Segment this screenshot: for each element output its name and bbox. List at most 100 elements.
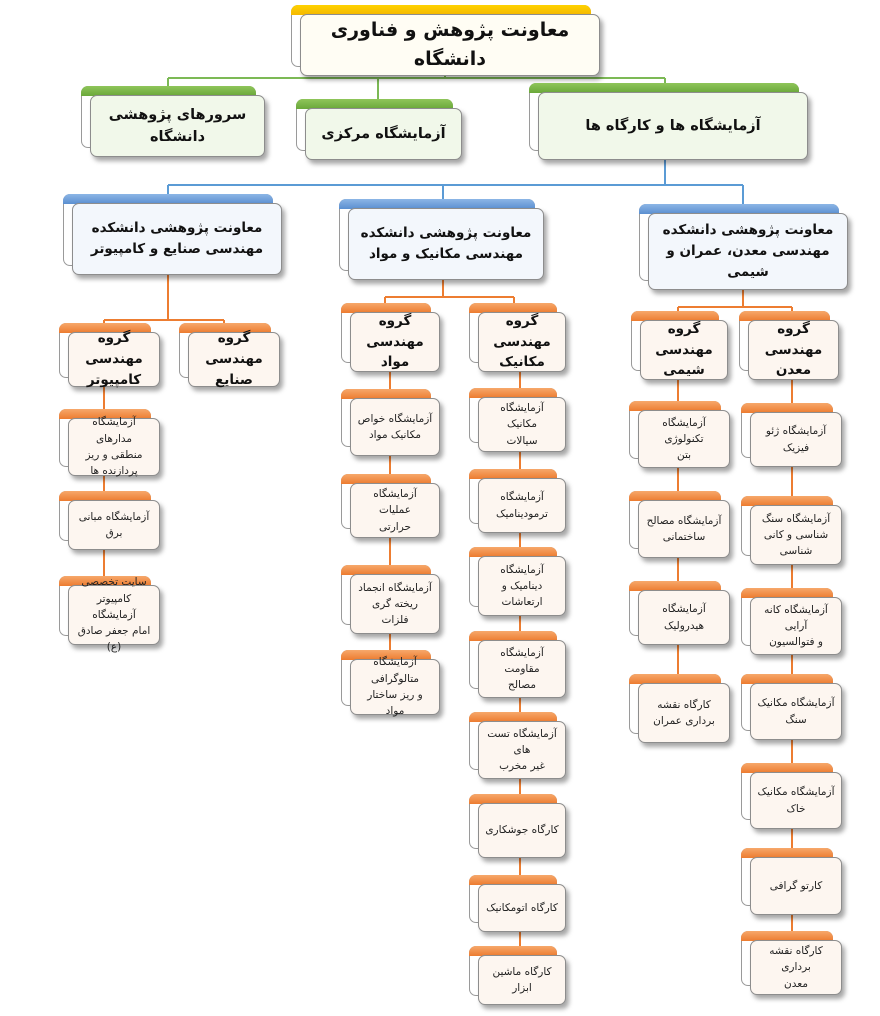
- card-text-line: دانشگاه: [149, 129, 206, 145]
- group-mining-node: گروه مهندسی معدن: [739, 311, 839, 380]
- card-color-tab: [741, 403, 833, 413]
- card-text-line: آزمایشگاه مصالح: [646, 514, 722, 527]
- card-text-line: کارگاه نقشه برداری: [769, 945, 823, 974]
- card-text-line: آزمایشگاه تست های: [487, 727, 557, 756]
- card-text-line: معاونت پژوهش و فناوری دانشگاه: [330, 18, 570, 70]
- lab-node-mechanical-7: کارگاه اتومکانیک: [469, 875, 566, 932]
- card-text-line: صنایع: [215, 371, 253, 388]
- card-color-tab: [529, 83, 799, 93]
- card-color-tab: [629, 401, 721, 411]
- card-color-tab: [469, 469, 557, 479]
- card-color-tab: [341, 650, 431, 660]
- card-text-line: گروه مهندسی: [493, 312, 551, 350]
- card-text-line: کامپیوتر آزمایشگاه: [92, 592, 136, 621]
- card-color-tab: [469, 794, 557, 804]
- lab-node-chemical-3: آزمایشگاه هیدرولیک: [629, 581, 730, 645]
- card-text-line: معاونت پژوهشی دانشکده: [662, 222, 834, 239]
- card-text-line: کارگاه ماشین ابزار: [492, 965, 552, 994]
- card-text-line: آزمایشگاه مکانیک: [757, 697, 835, 710]
- card-text-line: آزمایشگاه مدارهای: [92, 416, 136, 445]
- card-color-tab: [739, 311, 830, 321]
- card-color-tab: [341, 474, 431, 484]
- card-text-line: گروه مهندسی: [764, 320, 823, 358]
- card-text-line: کامپیوتر: [86, 371, 142, 388]
- card-text-line: و فتوالسیون: [769, 636, 823, 649]
- card-text-line: کارگاه اتومکانیک: [486, 901, 558, 914]
- card-text-line: شناسی: [779, 545, 813, 558]
- card-text-line: معاونت پژوهشی دانشکده: [360, 225, 532, 242]
- card-color-tab: [63, 194, 273, 204]
- card-color-tab: [341, 565, 431, 575]
- card-color-tab: [341, 303, 431, 313]
- card-text-line: و ریز ساختار مواد: [367, 689, 423, 718]
- labs-workshops-node: آزمایشگاه ها و کارگاه ها: [529, 83, 808, 160]
- lab-node-mechanical-6: کارگاه جوشکاری: [469, 794, 566, 858]
- card-text-line: پردازنده ها: [90, 465, 138, 478]
- card-text-line: سیالات: [506, 434, 538, 447]
- card-text-line: آزمایشگاه مبانی برق: [78, 510, 150, 539]
- card-text-line: ریخته گری فلزات: [372, 597, 418, 627]
- card-text-line: آزمایشگاه عملیات: [373, 488, 417, 517]
- card-color-tab: [59, 409, 151, 419]
- card-text-line: آزمایشگاه مرکزی: [321, 125, 446, 142]
- card-face: آزمایشگاه هیدرولیک: [638, 590, 730, 645]
- card-color-tab: [469, 631, 557, 641]
- card-text-line: سنگ: [785, 713, 807, 726]
- card-color-tab: [741, 588, 833, 598]
- card-face: آزمایشگاه مرکزی: [305, 108, 462, 160]
- card-face: آزمایشگاه مکانیک سیالات: [478, 397, 566, 452]
- card-color-tab: [631, 311, 719, 321]
- card-text-line: سرورهای پژوهشی: [108, 106, 247, 123]
- card-color-tab: [741, 848, 833, 858]
- card-color-tab: [179, 323, 271, 333]
- card-text-line: آزمایشگاه تکنولوژی: [662, 416, 706, 445]
- central-lab-node: آزمایشگاه مرکزی: [296, 99, 462, 160]
- card-face: آزمایشگاه کانه آرایی و فتوالسیون: [750, 597, 842, 655]
- root-node: معاونت پژوهش و فناوری دانشگاه: [291, 5, 600, 76]
- card-text-line: آزمایشگاه مکانیک: [500, 402, 544, 431]
- card-face: کارگاه جوشکاری: [478, 803, 566, 858]
- card-face: آزمایشگاه مکانیک سنگ: [750, 683, 842, 740]
- card-face: معاونت پژوهش و فناوری دانشگاه: [300, 14, 600, 76]
- card-face: سرورهای پژوهشی دانشگاه: [90, 95, 265, 157]
- card-color-tab: [296, 99, 453, 109]
- card-face: آزمایشگاه مبانی برق: [68, 500, 160, 550]
- card-text-line: معدن: [775, 362, 812, 379]
- card-face: کارتو گرافی: [750, 857, 842, 915]
- card-color-tab: [469, 875, 557, 885]
- card-text-line: خاک: [786, 802, 806, 815]
- card-face: کارگاه ماشین ابزار: [478, 955, 566, 1005]
- card-color-tab: [639, 204, 839, 214]
- card-color-tab: [339, 199, 535, 209]
- card-text-line: برداری عمران: [653, 715, 715, 727]
- card-text-line: آزمایشگاه دینامیک و: [500, 563, 544, 592]
- card-text-line: گروه مهندسی: [655, 320, 713, 358]
- card-face: کارگاه اتومکانیک: [478, 884, 566, 932]
- card-color-tab: [341, 389, 431, 399]
- card-text-line: ساختمانی: [662, 531, 706, 543]
- card-text-line: آزمایشگاه هیدرولیک: [662, 603, 706, 632]
- card-text-line: آزمایشگاه انجماد: [358, 581, 432, 594]
- card-text-line: آزمایشگاه کانه آرایی: [764, 603, 828, 632]
